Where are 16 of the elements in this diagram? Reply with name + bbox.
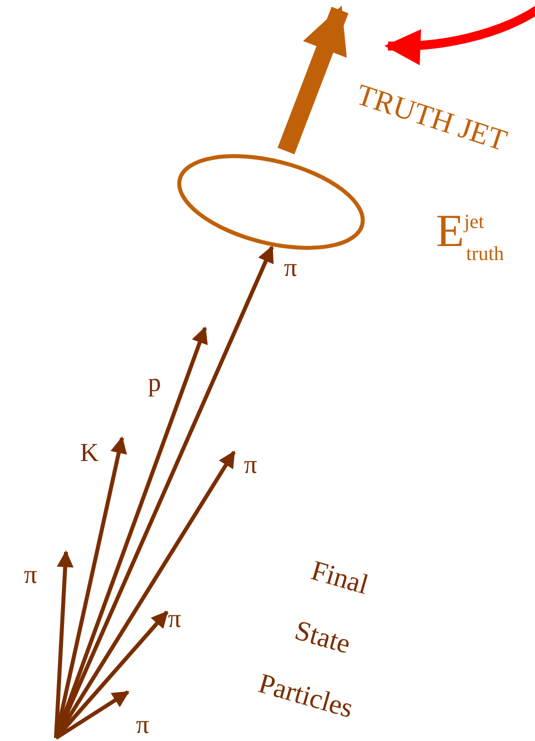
particle-label: p [148, 370, 161, 396]
particle-arrow [54, 450, 236, 740]
particle-label: K [80, 440, 99, 466]
particle-arrow [54, 610, 168, 740]
particle-label: π [24, 562, 38, 588]
particle-arrow [54, 550, 74, 738]
jet-cone-ellipse [177, 154, 365, 250]
particle-label: π [168, 606, 182, 632]
jet-arrow [278, 6, 348, 154]
caption-text: Final State Particles [254, 554, 373, 727]
jet-title: TRUTH JET [352, 80, 510, 157]
particle-arrow [54, 436, 127, 738]
particle-label: π [284, 255, 298, 281]
particle-arrow [54, 690, 130, 740]
particle-label: π [136, 712, 150, 738]
particle-label: π [244, 452, 258, 478]
